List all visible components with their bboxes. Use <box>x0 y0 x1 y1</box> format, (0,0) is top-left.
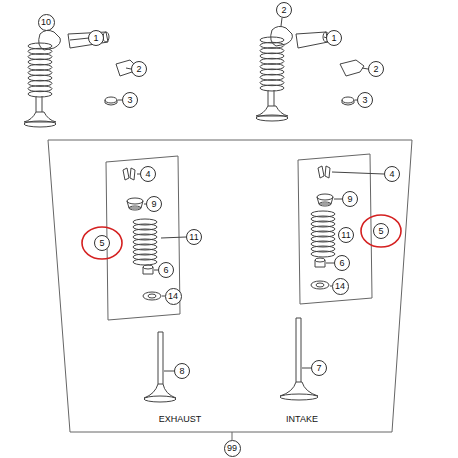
spring-coil <box>133 259 157 265</box>
kit-outline <box>48 140 412 432</box>
callout-number: 5 <box>99 239 104 248</box>
callout-circle: 4 <box>384 166 400 182</box>
callout-circle: 5 <box>94 235 110 251</box>
callout-number: 3 <box>127 96 132 105</box>
spring-coil <box>28 91 52 97</box>
callout-number: 14 <box>335 282 345 291</box>
callout-circle: 1 <box>88 30 104 46</box>
callout-circle: 3 <box>122 92 138 108</box>
callout-circle: 99 <box>224 440 241 457</box>
highlight-ring <box>82 227 122 259</box>
callout-circle: 9 <box>342 191 358 207</box>
callout-number: 2 <box>281 6 286 15</box>
callout-number: 6 <box>163 266 168 275</box>
callout-number: 4 <box>145 170 150 179</box>
callout-number: 99 <box>227 444 237 453</box>
valve-label: EXHAUST <box>159 414 202 424</box>
intake-assembly <box>256 18 368 121</box>
callout-circle: 14 <box>165 288 182 305</box>
callout-circle: 1 <box>326 30 342 46</box>
spring-coil <box>311 251 335 257</box>
callout-number: 4 <box>389 170 394 179</box>
callout-circle: 3 <box>357 92 373 108</box>
callout-number: 11 <box>341 231 350 240</box>
callout-circle: 5 <box>373 223 389 239</box>
callout-number: 1 <box>93 34 98 43</box>
callout-circle: 2 <box>131 61 147 77</box>
callout-circle: 6 <box>334 255 350 271</box>
callout-circle: 6 <box>158 262 174 278</box>
callout-number: 2 <box>373 65 378 74</box>
callout-number: 11 <box>189 233 198 242</box>
spring-coil <box>260 85 284 91</box>
exhaust-small-parts <box>123 168 186 300</box>
exhaust-valve <box>144 332 176 402</box>
callout-circle: 10 <box>38 14 55 31</box>
spring-coils <box>28 37 335 265</box>
callout-number: 10 <box>41 18 51 27</box>
callout-number: 2 <box>136 65 141 74</box>
callout-circle: 4 <box>140 166 156 182</box>
callout-number: 9 <box>347 195 352 204</box>
callout-circle: 11 <box>186 229 202 245</box>
valve-label: INTAKE <box>286 414 318 424</box>
callout-circle: 14 <box>332 278 349 295</box>
callout-number: 6 <box>339 259 344 268</box>
callout-circle: 11 <box>338 227 354 243</box>
callout-circle: 7 <box>311 360 327 376</box>
leader-line <box>232 432 233 440</box>
callout-circle: 2 <box>276 2 292 18</box>
callout-number: 5 <box>378 227 383 236</box>
callout-number: 3 <box>362 96 367 105</box>
intake-valve <box>280 318 318 400</box>
callout-circle: 9 <box>146 196 162 212</box>
callout-number: 7 <box>316 364 321 373</box>
callout-number: 8 <box>179 367 184 376</box>
exhaust-assembly <box>24 30 136 127</box>
callout-circle: 8 <box>174 363 190 379</box>
callout-number: 1 <box>331 34 336 43</box>
highlight-ring <box>361 215 401 247</box>
callout-circle: 2 <box>368 61 384 77</box>
callout-number: 9 <box>151 200 156 209</box>
callout-number: 14 <box>168 292 178 301</box>
